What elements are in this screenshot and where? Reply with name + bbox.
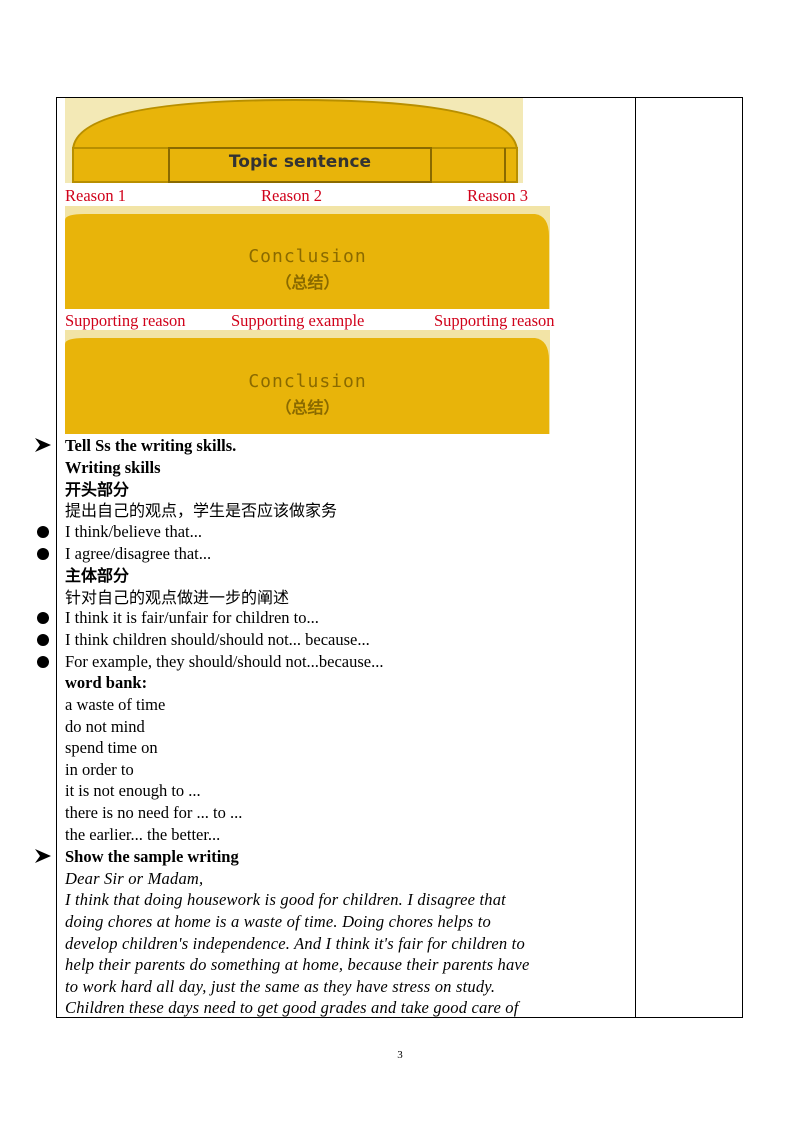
table-column-divider bbox=[635, 97, 636, 1018]
sample-line: to work hard all day, just the same as t… bbox=[65, 977, 496, 996]
word-bank-item: do not mind bbox=[65, 717, 145, 736]
word-bank-heading: word bank: bbox=[65, 673, 148, 692]
body-section-heading: 主体部分 bbox=[65, 566, 130, 585]
sample-greeting: Dear Sir or Madam, bbox=[65, 869, 204, 888]
lesson-table bbox=[56, 97, 743, 1018]
word-bank-item: a waste of time bbox=[65, 695, 166, 714]
body-bullet-2: I think children should/should not... be… bbox=[65, 630, 370, 649]
writing-skills-heading: Writing skills bbox=[65, 458, 161, 477]
word-bank-item: it is not enough to ... bbox=[65, 781, 201, 800]
opening-section-heading: 开头部分 bbox=[65, 480, 130, 499]
bullet-dot-icon bbox=[37, 612, 49, 624]
sample-line: I think that doing housework is good for… bbox=[65, 890, 506, 909]
conclusion-subtitle-1: （总结） bbox=[275, 273, 340, 292]
reason-3-label: Reason 3 bbox=[467, 186, 528, 205]
show-sample-heading: Show the sample writing bbox=[65, 847, 239, 866]
conclusion-diagram-2: Conclusion （总结） bbox=[65, 330, 550, 434]
opening-bullet-2: I agree/disagree that... bbox=[65, 544, 212, 563]
sample-line: help their parents do something at home,… bbox=[65, 955, 530, 974]
topic-sentence-diagram: Topic sentence bbox=[65, 98, 523, 183]
sample-line: doing chores at home is a waste of time.… bbox=[65, 912, 491, 931]
conclusion-title-2: Conclusion bbox=[248, 371, 367, 392]
page-number: 3 bbox=[397, 1049, 403, 1061]
bullet-dot-icon bbox=[37, 548, 49, 560]
body-bullet-1: I think it is fair/unfair for children t… bbox=[65, 608, 319, 627]
reason-1-label: Reason 1 bbox=[65, 186, 126, 205]
topic-sentence-label: Topic sentence bbox=[228, 152, 372, 172]
word-bank-item: the earlier... the better... bbox=[65, 825, 221, 844]
conclusion-shape-1 bbox=[65, 206, 550, 309]
opening-bullet-1: I think/believe that... bbox=[65, 522, 203, 541]
conclusion-subtitle-2: （总结） bbox=[275, 398, 340, 417]
arrow-bullet-icon bbox=[35, 438, 51, 452]
arrow-bullet-icon bbox=[35, 849, 51, 863]
conclusion-title-1: Conclusion bbox=[248, 246, 367, 267]
supporting-label-3: Supporting reason bbox=[434, 311, 555, 330]
supporting-label-1: Supporting reason bbox=[65, 311, 186, 330]
opening-section-desc: 提出自己的观点，学生是否应该做家务 bbox=[65, 501, 338, 520]
word-bank-item: spend time on bbox=[65, 738, 158, 757]
reason-2-label: Reason 2 bbox=[261, 186, 322, 205]
word-bank-item: in order to bbox=[65, 760, 134, 779]
word-bank-item: there is no need for ... to ... bbox=[65, 803, 243, 822]
tell-skills-heading: Tell Ss the writing skills. bbox=[65, 436, 237, 455]
bullet-dot-icon bbox=[37, 634, 49, 646]
conclusion-diagram-1: Conclusion （总结） bbox=[65, 206, 550, 309]
body-section-desc: 针对自己的观点做进一步的阐述 bbox=[65, 588, 290, 607]
dome-shape bbox=[71, 98, 519, 183]
conclusion-shape-2 bbox=[65, 330, 550, 434]
sample-line: develop children's independence. And I t… bbox=[65, 934, 525, 953]
sample-line: Children these days need to get good gra… bbox=[65, 998, 519, 1017]
supporting-label-2: Supporting example bbox=[231, 311, 365, 330]
bullet-dot-icon bbox=[37, 526, 49, 538]
bullet-dot-icon bbox=[37, 656, 49, 668]
body-bullet-3: For example, they should/should not...be… bbox=[65, 652, 384, 671]
